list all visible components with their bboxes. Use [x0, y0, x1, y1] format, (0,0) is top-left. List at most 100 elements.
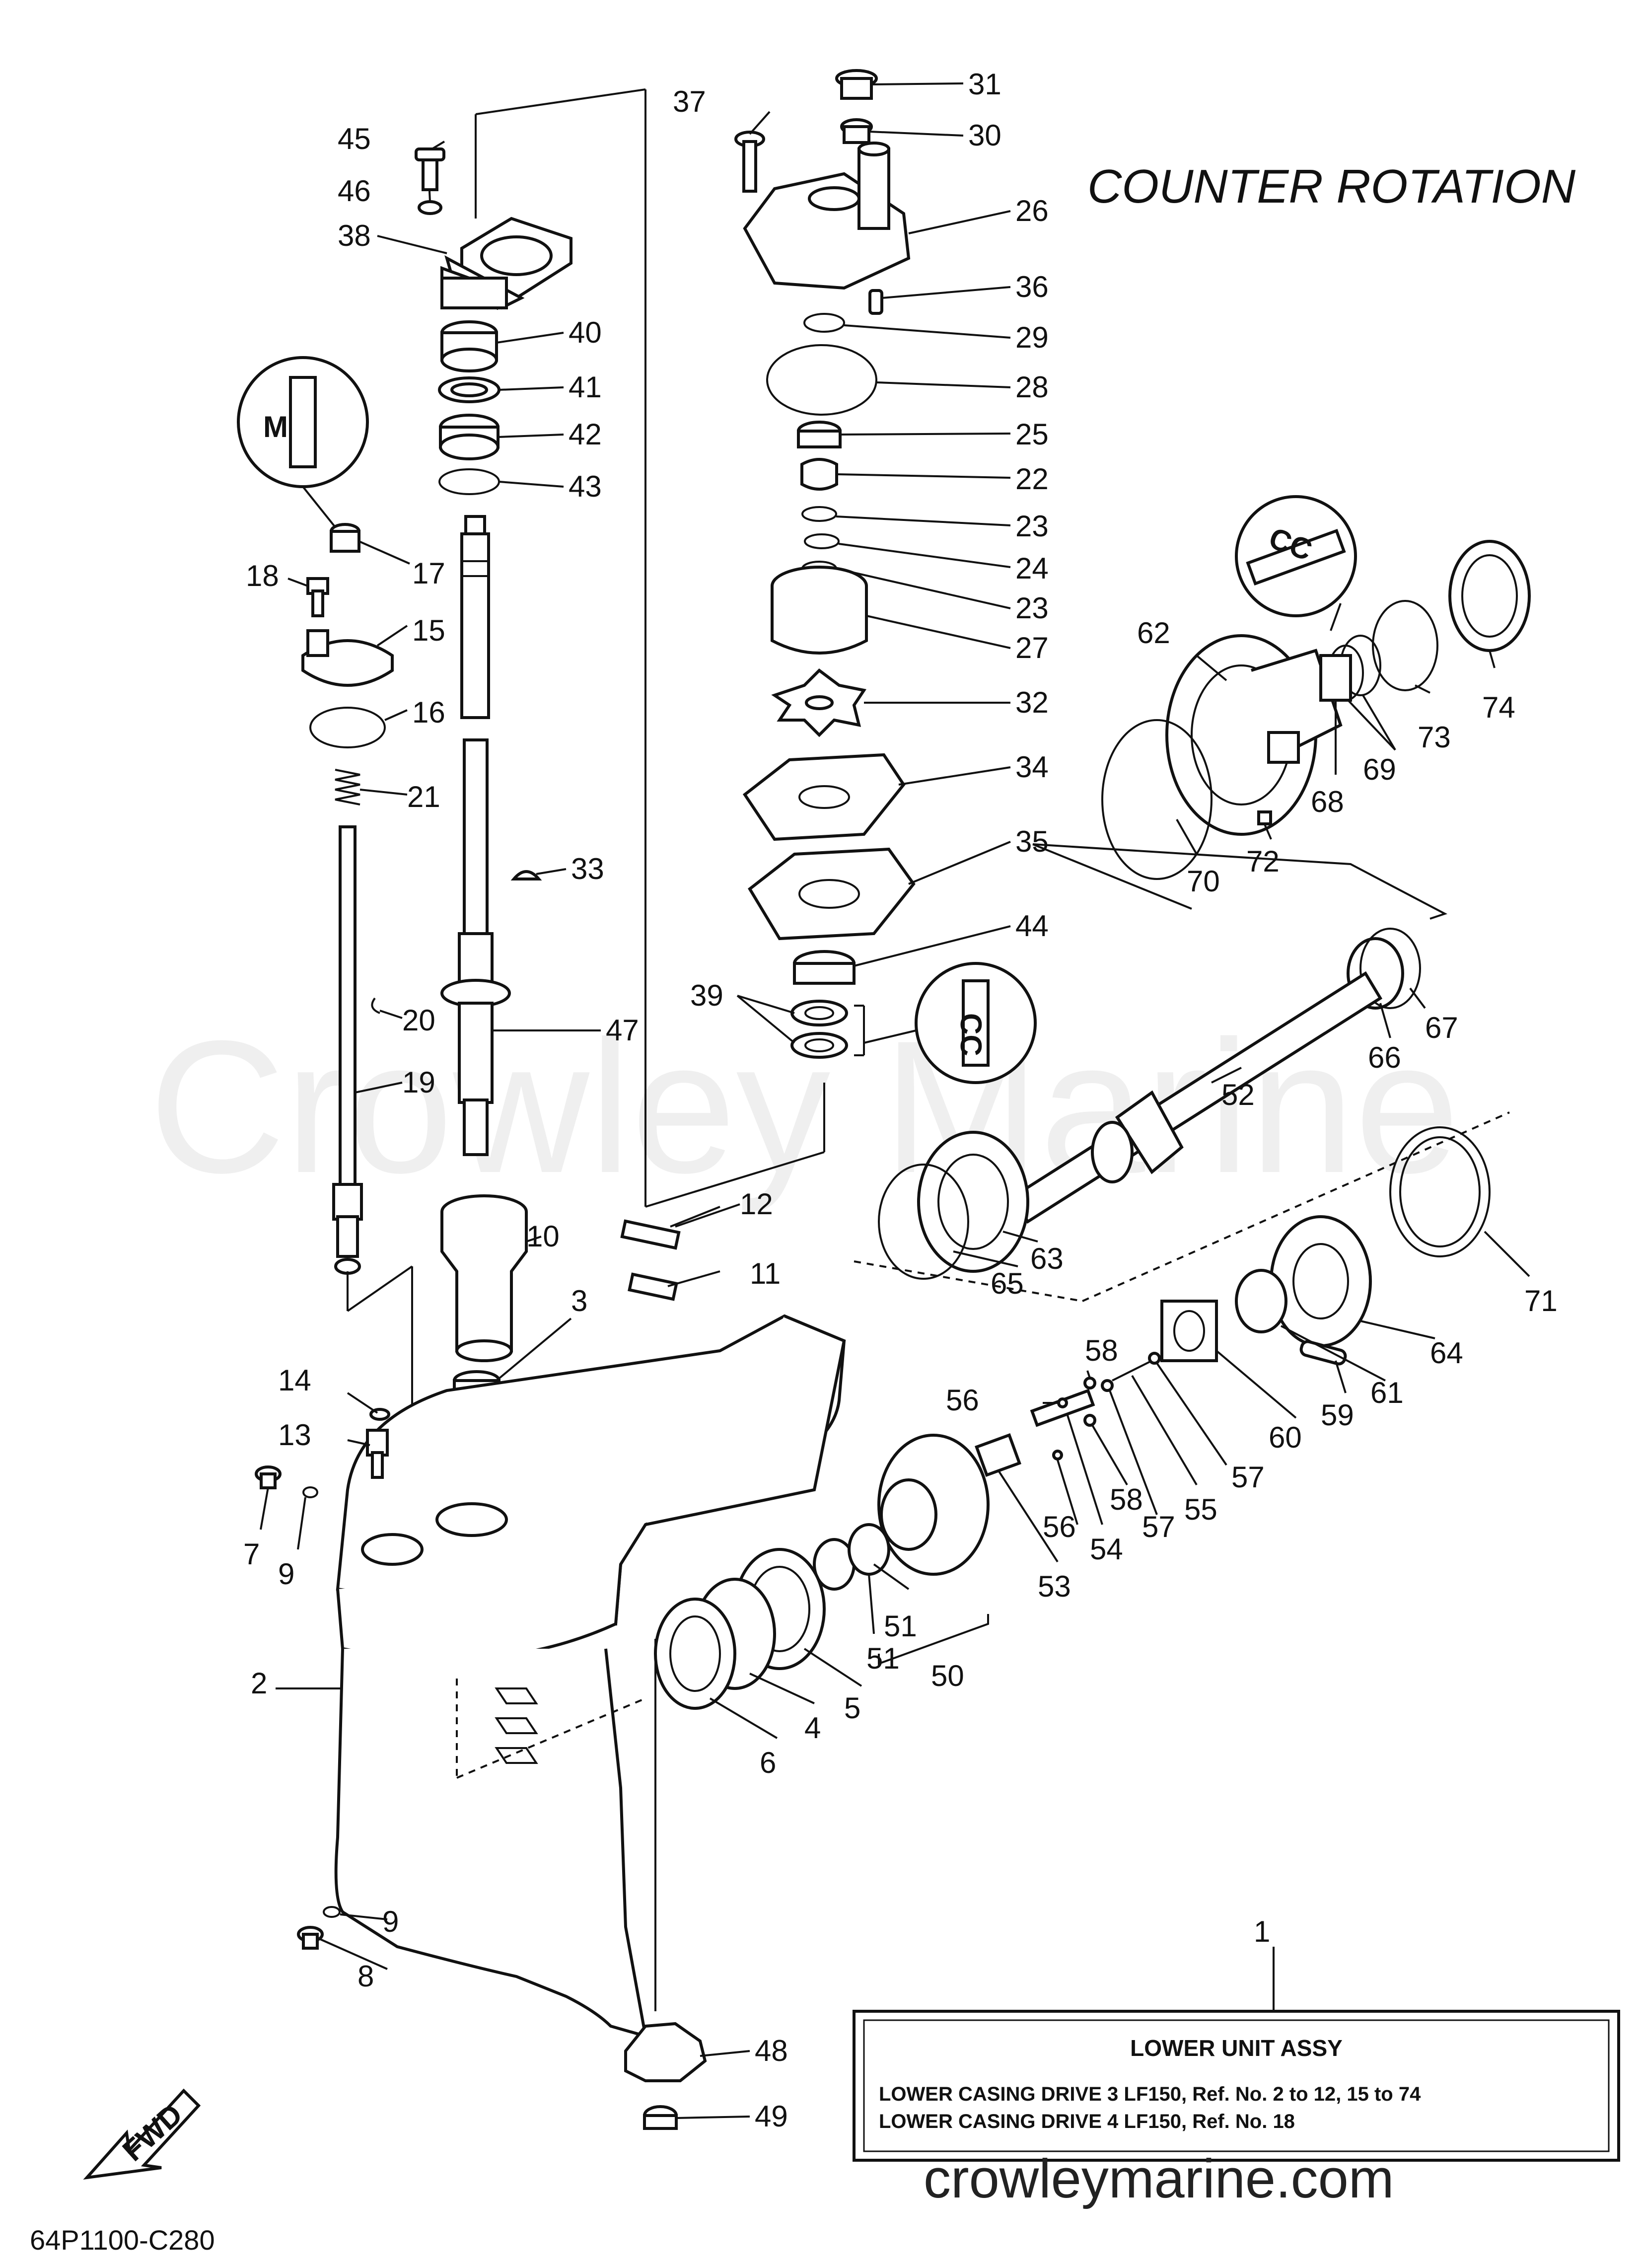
- assy-box-outer: [853, 2010, 1620, 2162]
- assy-box-line-2: LOWER CASING DRIVE 4 LF150, Ref. No. 18: [879, 2111, 1295, 2132]
- part-61-bearing: [1235, 1269, 1287, 1333]
- casing-vent: [495, 1717, 538, 1734]
- bracket-50: [878, 1614, 989, 1665]
- part-9-gasket-upper: [302, 1486, 318, 1498]
- inset-leader: [1330, 603, 1342, 631]
- callout-24: 24: [1015, 552, 1049, 585]
- callout-39: 39: [690, 979, 723, 1012]
- callout-73: 73: [1418, 721, 1451, 754]
- callout-57-left: 57: [1142, 1510, 1175, 1543]
- part-19-shift-rod-cam: [336, 1215, 359, 1258]
- callout-42: 42: [569, 418, 602, 451]
- callout-9-lower: 9: [382, 1905, 399, 1938]
- part-48-pinion: [624, 2022, 707, 2082]
- part-49-nut-body: [643, 2114, 678, 2130]
- callout-5: 5: [844, 1691, 860, 1725]
- part-33-key: [510, 870, 542, 880]
- part-46-washer: [418, 200, 442, 215]
- callout-23-upper: 23: [1015, 510, 1049, 543]
- callout-71: 71: [1524, 1284, 1558, 1317]
- callout-63: 63: [1030, 1242, 1064, 1275]
- callout-labels: 1 2 3 4 5 6 7 8 9 9 10 11 12 13 14 15 16…: [243, 68, 1558, 2133]
- part-63-bearing-housing: [917, 1131, 1029, 1273]
- part-43-o-ring: [438, 468, 500, 495]
- callout-11: 11: [750, 1257, 781, 1290]
- hidden-line: [1082, 1111, 1510, 1302]
- part-63-housing-bore: [937, 1154, 1009, 1250]
- part-51-bearing-2: [848, 1523, 890, 1576]
- callout-50: 50: [931, 1659, 964, 1692]
- callout-13: 13: [278, 1418, 311, 1452]
- part-15-retainer-tab: [306, 629, 329, 657]
- diagram-code: 64P1100-C280: [30, 2224, 215, 2256]
- callout-74: 74: [1482, 691, 1515, 724]
- part-23-washer: [801, 506, 837, 522]
- part-71-shim-inner: [1399, 1136, 1481, 1247]
- inset-cc-mark-lower: CC: [954, 1013, 988, 1056]
- part-52-shaft-spline: [1115, 1090, 1184, 1174]
- callout-66: 66: [1368, 1041, 1401, 1074]
- part-50-gear-boss: [880, 1478, 937, 1551]
- callout-7: 7: [243, 1537, 260, 1571]
- callout-40: 40: [569, 316, 602, 349]
- fwd-arrow-icon: [83, 2088, 201, 2180]
- part-18-bolt: [311, 589, 324, 617]
- inset-leader: [863, 1029, 917, 1044]
- callout-26: 26: [1015, 194, 1049, 227]
- part-55-spring: [1112, 1360, 1152, 1382]
- part-36-pin: [868, 289, 883, 315]
- hidden-line: [456, 1697, 646, 1779]
- part-58-ball: [1083, 1377, 1096, 1390]
- callout-9-upper: 9: [278, 1557, 294, 1591]
- leader-lines: [260, 82, 1530, 2119]
- callout-60: 60: [1269, 1421, 1302, 1454]
- callout-41: 41: [569, 370, 602, 404]
- callout-59: 59: [1321, 1398, 1354, 1432]
- callout-28: 28: [1015, 370, 1049, 404]
- inset-m-rod: [289, 376, 317, 468]
- part-41-shim-hole: [450, 382, 488, 397]
- part-62-housing-key: [1267, 731, 1300, 764]
- part-64-gear-hub: [1292, 1243, 1349, 1319]
- callout-25: 25: [1015, 418, 1049, 451]
- part-19-shift-rod: [339, 825, 357, 1186]
- callout-44: 44: [1015, 909, 1049, 943]
- callout-32: 32: [1015, 686, 1049, 719]
- callout-19: 19: [402, 1066, 435, 1099]
- part-6-shim: [654, 1598, 736, 1710]
- part-19-shift-rod-tip: [334, 1258, 361, 1275]
- callout-49: 49: [755, 2100, 788, 2133]
- callout-37: 37: [673, 85, 706, 118]
- part-16-o-ring: [309, 707, 386, 748]
- part-37-bolt: [742, 140, 757, 193]
- callout-62: 62: [1137, 616, 1170, 650]
- part-57-ball-2: [1148, 1352, 1161, 1365]
- assembly-line: [1032, 843, 1192, 910]
- part-26-housing-tube: [857, 147, 890, 230]
- part-31-grommet-body: [840, 77, 873, 100]
- callout-16: 16: [412, 696, 445, 729]
- callout-54: 54: [1090, 1533, 1123, 1566]
- part-74-lock-ring-inner: [1461, 554, 1518, 638]
- callout-34: 34: [1015, 750, 1049, 784]
- callout-64: 64: [1430, 1336, 1463, 1370]
- part-13-screw-shank: [371, 1451, 384, 1479]
- callout-46: 46: [338, 174, 371, 208]
- callout-22: 22: [1015, 462, 1049, 496]
- part-38-housing-bore: [480, 235, 553, 276]
- callout-43: 43: [569, 470, 602, 503]
- callout-33: 33: [571, 852, 604, 885]
- part-7-plug-body: [260, 1472, 277, 1489]
- part-9-gasket-lower: [323, 1906, 341, 1918]
- callout-38: 38: [338, 219, 371, 252]
- part-47-shaft-end: [463, 1098, 489, 1156]
- part-47-shaft-middle: [463, 738, 489, 940]
- part-72-key: [1257, 810, 1272, 825]
- callout-15: 15: [412, 614, 445, 647]
- part-29-o-ring: [803, 313, 845, 333]
- part-39-seal-lower: [790, 1032, 848, 1059]
- callout-68: 68: [1311, 785, 1344, 818]
- callout-51-right: 51: [866, 1642, 900, 1675]
